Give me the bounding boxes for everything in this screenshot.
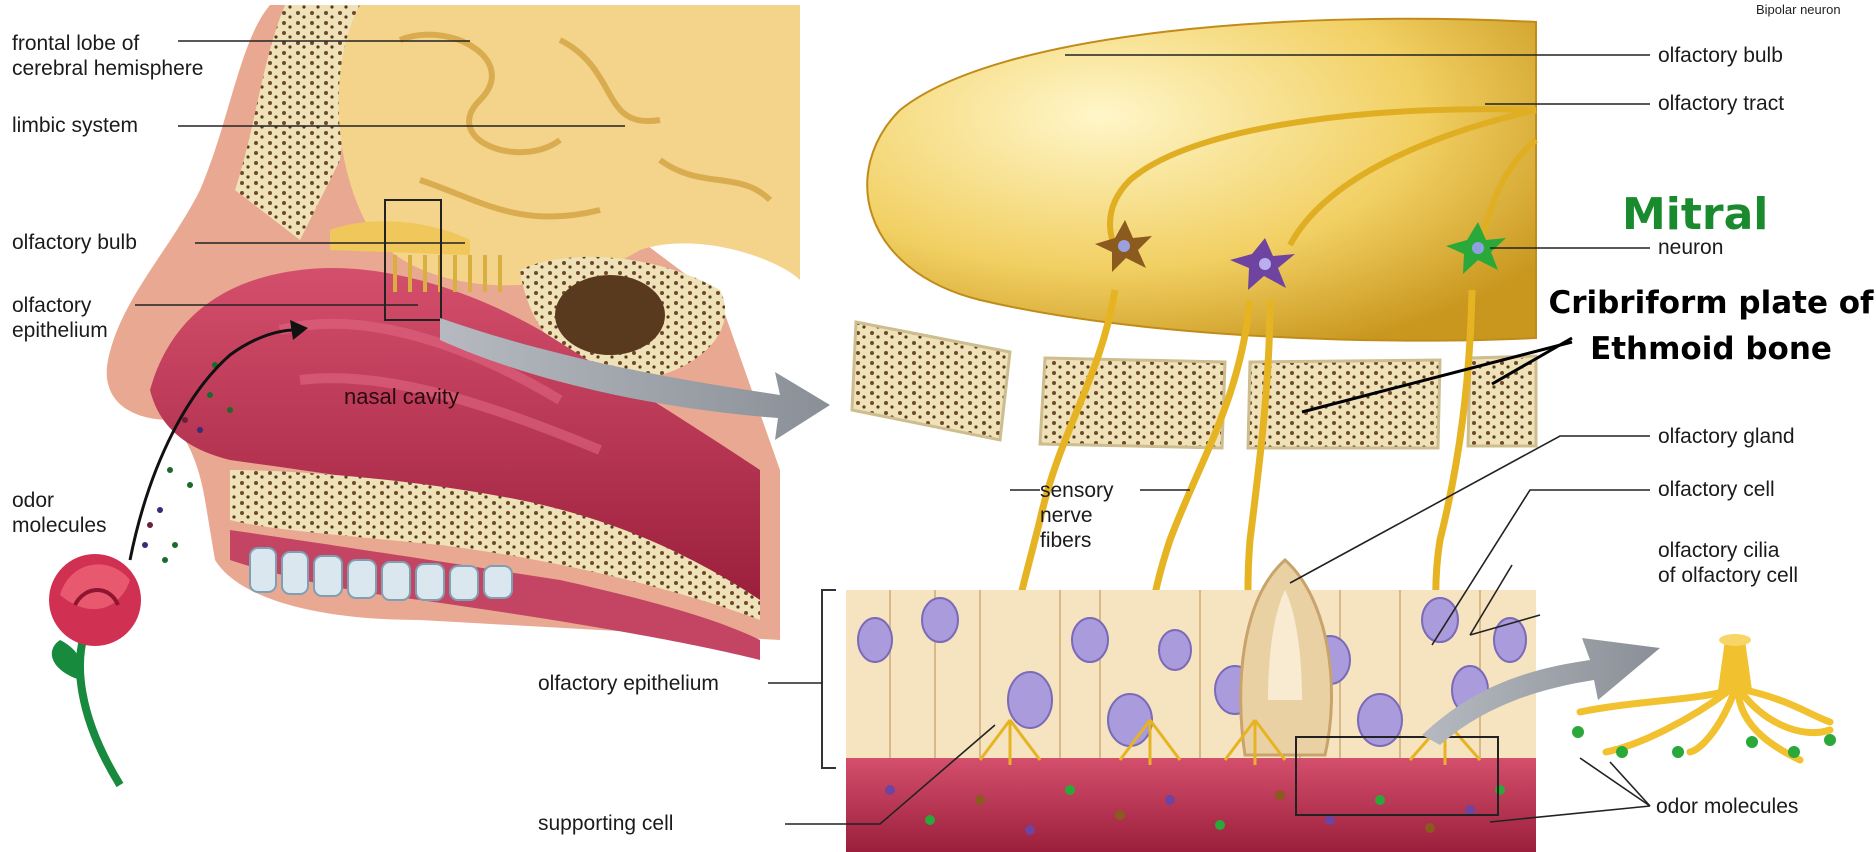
label-neuron: neuron (1658, 235, 1723, 260)
label-olfactory-epithelium-left: olfactory epithelium (12, 293, 108, 343)
label-sensory-nerve-fibers: sensory nerve fibers (1040, 478, 1114, 553)
label-nasal-cavity: nasal cavity (344, 384, 459, 409)
label-olfactory-bulb-right: olfactory bulb (1658, 43, 1783, 68)
label-cribriform-plate: Cribriform plate of Ethmoid bone (1546, 280, 1876, 372)
label-odor-molecules-right: odor molecules (1656, 794, 1798, 819)
label-olfactory-bulb-left: olfactory bulb (12, 230, 137, 255)
basal-tissue (846, 758, 1536, 852)
label-olfactory-epithelium-center: olfactory epithelium (538, 671, 719, 696)
label-supporting-cell: supporting cell (538, 811, 673, 836)
rose-flower (49, 554, 141, 785)
epithelium-bracket (822, 590, 836, 768)
label-olfactory-cell: olfactory cell (1658, 477, 1775, 502)
label-mitral: Mitral (1622, 190, 1768, 240)
label-olfactory-cilia: olfactory cilia of olfactory cell (1658, 538, 1798, 588)
label-frontal-lobe: frontal lobe of cerebral hemisphere (12, 31, 203, 81)
label-odor-molecules-left: odor molecules (12, 488, 107, 538)
head-cross-section (107, 5, 830, 660)
label-bipolar-neuron: Bipolar neuron (1756, 0, 1841, 22)
label-limbic-system: limbic system (12, 113, 138, 138)
olfactory-bulb-large (867, 19, 1536, 341)
label-olfactory-tract: olfactory tract (1658, 91, 1784, 116)
label-olfactory-gland: olfactory gland (1658, 424, 1795, 449)
